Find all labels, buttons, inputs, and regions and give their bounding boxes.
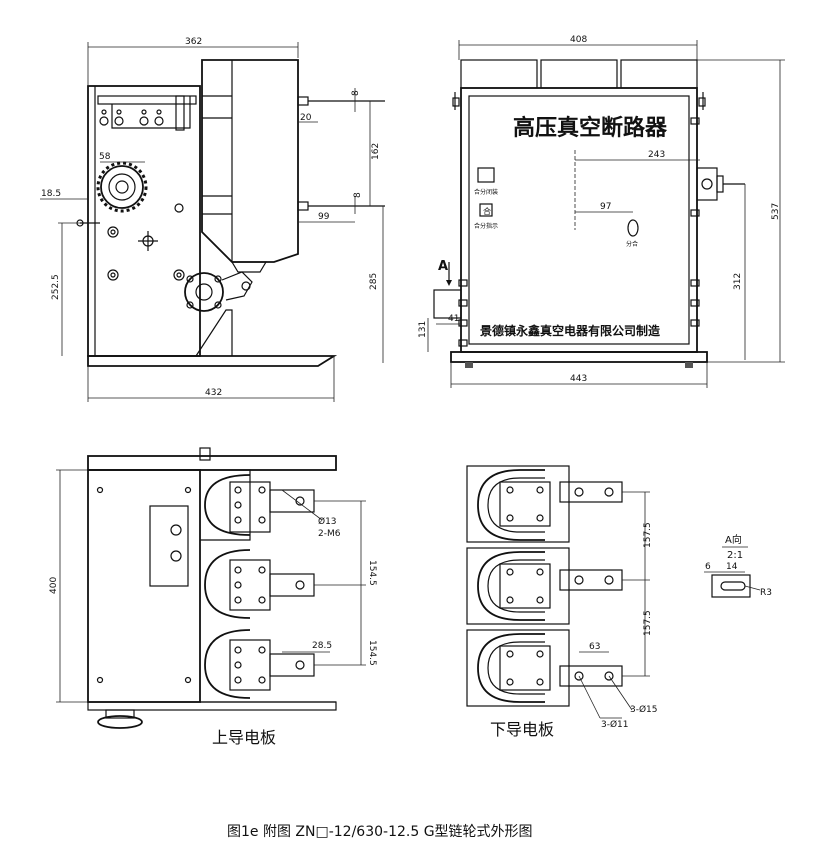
dim-157-5-b: 157.5 [643,610,653,636]
lower-plate-label: 下导电板 [490,720,554,739]
label-indicator: 合分指示 [474,222,498,230]
dim-154-5-a: 154.5 [367,560,377,586]
dim-432: 432 [205,388,222,398]
dim-2-m6: 2-M6 [318,529,341,539]
dim-443: 443 [570,374,587,384]
figure-caption: 图1e 附图 ZN□-12/630-12.5 G型链轮式外形图 [227,824,533,840]
label-close-mechanism: 合分闭装 [474,188,498,196]
lower-pole-1 [466,465,623,543]
dim-58: 58 [99,152,111,162]
dim-97: 97 [600,202,611,212]
detail-a-view: A向 2:1 6 14 R3 [704,533,772,598]
lower-pole-3 [466,629,623,707]
upper-pole-2 [204,549,315,619]
dim-537: 537 [771,203,781,220]
detail-a-dim-6: 6 [705,562,711,572]
dim-3-hole-15: 3-Ø15 [630,704,658,715]
dim-157-5-a: 157.5 [643,522,653,548]
detail-a-scale: 2:1 [727,550,743,561]
dim-312: 312 [733,273,743,290]
front-view: 362 8 20 162 [40,37,385,402]
detail-a-dim-14: 14 [726,562,738,572]
dim-8-mid: 8 [353,192,363,198]
upper-pole-1 [200,469,315,541]
upper-pole-3 [204,629,315,699]
dim-162: 162 [371,143,381,160]
dim-408: 408 [570,35,587,45]
side-view: 408 高压真空断路器 合分闭装 合 合分指示 分合 243 97 [418,35,785,388]
label-switch: 分合 [626,240,638,248]
upper-plate-label: 上导电板 [212,728,276,747]
lower-pole-2 [466,547,623,625]
dim-hole-13: Ø13 [318,516,337,527]
svg-text:合: 合 [483,206,491,216]
dim-63: 63 [589,642,600,652]
nameplate-title: 高压真空断路器 [513,115,668,141]
detail-a-r3: R3 [760,588,772,598]
dim-8-top: 8 [351,90,361,96]
dim-400: 400 [49,577,59,594]
dim-41: 41 [448,314,459,324]
dim-28-5: 28.5 [312,641,332,651]
view-arrow-a: A [438,259,448,274]
sprocket [96,161,148,213]
dim-243: 243 [648,150,665,160]
upper-plate-view: 400 Ø13 2-M6 154.5 154.5 28.5 上导电板 [49,447,377,747]
dim-154-5-b: 154.5 [367,640,377,666]
dim-131: 131 [418,321,428,338]
dim-3-hole-11: 3-Ø11 [601,719,629,730]
dim-362: 362 [185,37,202,47]
dim-285: 285 [369,273,379,290]
dim-99: 99 [318,212,330,222]
detail-a-title: A向 [725,533,742,546]
dim-252-5: 252.5 [51,274,61,300]
lower-plate-view: 157.5 157.5 63 3-Ø11 3-Ø15 下导电板 [466,465,658,739]
dim-18-5: 18.5 [41,189,61,199]
maker-label: 景德镇永鑫真空电器有限公司制造 [480,323,661,338]
dim-20: 20 [300,113,312,123]
